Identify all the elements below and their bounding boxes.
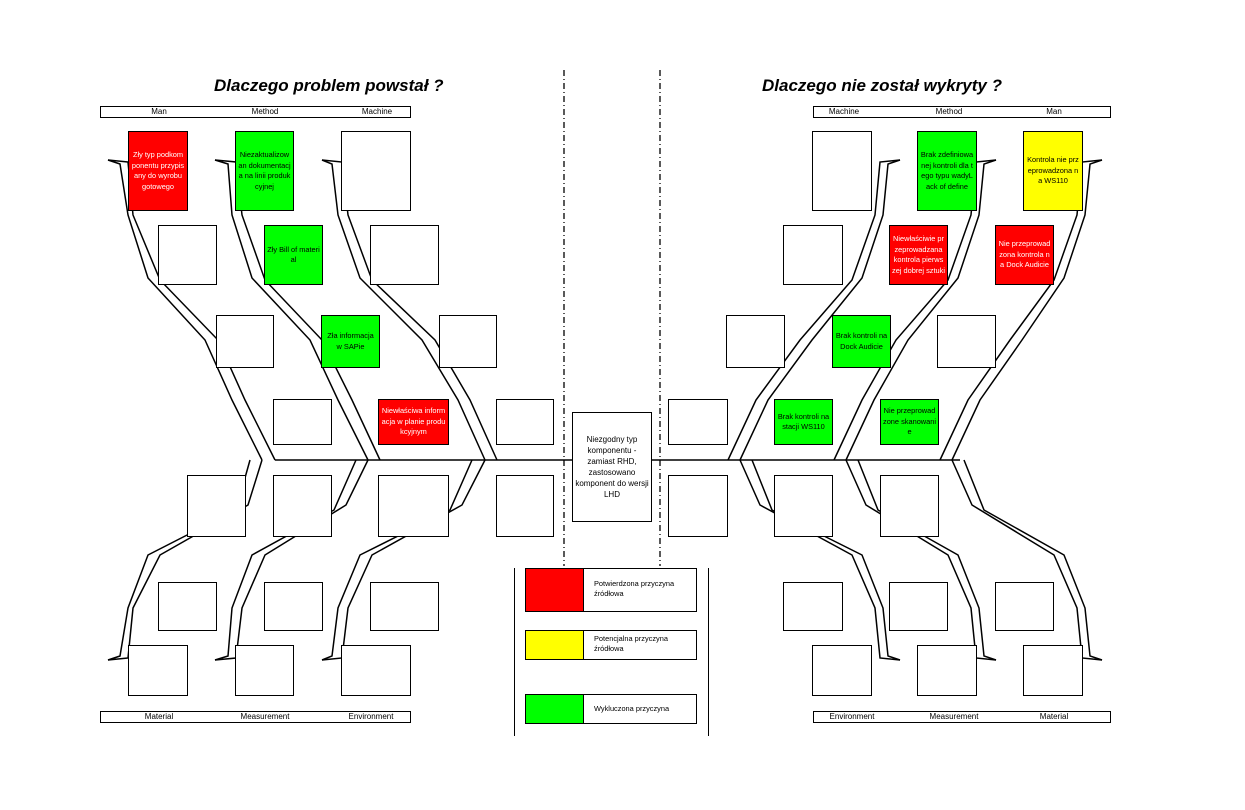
category-material-right: Material — [1039, 712, 1069, 721]
legend-swatch-yellow — [526, 631, 584, 659]
right-bone-environment-upper — [739, 459, 901, 661]
legend-label: Wykluczona przyczyna — [594, 704, 670, 713]
empty-cause-box — [341, 645, 411, 696]
empty-cause-box — [341, 131, 411, 211]
empty-cause-box — [726, 315, 785, 368]
legend-swatch-red — [526, 569, 584, 611]
right-bone-method-lower — [845, 159, 997, 461]
left-top-category-bar: Man Method Machine — [100, 106, 411, 118]
right-top-category-bar: Machine Method Man — [813, 106, 1111, 118]
empty-cause-box — [273, 475, 332, 537]
cause-box: Zły Bill of material — [264, 225, 323, 285]
legend-item-potential: Potencjalna przyczyna źródłowa — [525, 630, 697, 660]
empty-cause-box — [370, 582, 439, 631]
cause-box: Niezaktualizowan dokumentacja na linii p… — [235, 131, 294, 211]
empty-cause-box — [370, 225, 439, 285]
left-bone-measurement-upper — [214, 459, 369, 661]
right-bone-material-lower — [963, 459, 1103, 661]
left-title: Dlaczego problem powstał ? — [214, 76, 444, 95]
empty-cause-box — [937, 315, 996, 368]
cause-box: Niewłaściwa informacja w planie produkcy… — [378, 399, 449, 445]
problem-statement-box: Niezgodny typ komponentu - zamiast RHD, … — [572, 412, 652, 522]
category-method-right: Method — [935, 107, 963, 116]
empty-cause-box — [378, 475, 449, 537]
left-bone-material-upper — [107, 459, 263, 661]
empty-cause-box — [158, 582, 217, 631]
legend-label: Potencjalna przyczyna źródłowa — [594, 634, 668, 653]
legend: Potwierdzona przyczyna źródłowa Potencja… — [514, 568, 709, 736]
category-man-right: Man — [1046, 107, 1062, 116]
empty-cause-box — [496, 475, 554, 537]
legend-item-confirmed: Potwierdzona przyczyna źródłowa — [525, 568, 697, 612]
right-bone-environment-lower — [751, 459, 901, 661]
empty-cause-box — [187, 475, 246, 537]
right-title: Dlaczego nie został wykryty ? — [762, 76, 1002, 95]
legend-item-excluded: Wykluczona przyczyna — [525, 694, 697, 724]
cause-box: Zły typ podkomponentu przypisany do wyro… — [128, 131, 188, 211]
cause-box: Nie przeprowadzone skanowanie — [880, 399, 939, 445]
empty-cause-box — [216, 315, 274, 368]
left-bone-environment-upper — [321, 459, 486, 661]
right-bone-measurement-upper — [845, 459, 997, 661]
cause-box: Brak kontroli na Dock Audicie — [832, 315, 891, 368]
right-bottom-category-bar: Environment Measurement Material — [813, 711, 1111, 723]
empty-cause-box — [273, 399, 332, 445]
cause-box: Brak kontroli na stacji WS110 — [774, 399, 833, 445]
empty-cause-box — [783, 225, 843, 285]
left-bone-measurement-lower — [214, 459, 357, 661]
empty-cause-box — [264, 582, 323, 631]
left-bone-environment-lower — [321, 459, 473, 661]
empty-cause-box — [812, 645, 872, 696]
right-bone-man-lower — [951, 159, 1103, 461]
category-method: Method — [251, 107, 279, 116]
category-environment-right: Environment — [829, 712, 875, 721]
legend-label: Potwierdzona przyczyna źródłowa — [594, 579, 675, 598]
cause-box: Niewłaściwie przeprowadzana kontrola pie… — [889, 225, 948, 285]
empty-cause-box — [783, 582, 843, 631]
empty-cause-box — [235, 645, 294, 696]
category-machine-right: Machine — [828, 107, 860, 116]
left-bottom-category-bar: Material Measurement Environment — [100, 711, 411, 723]
empty-cause-box — [496, 399, 554, 445]
legend-swatch-green — [526, 695, 584, 723]
cause-box: Zła informacja w SAPie — [321, 315, 380, 368]
empty-cause-box — [889, 582, 948, 631]
right-bone-machine-lower — [739, 159, 901, 461]
empty-cause-box — [128, 645, 188, 696]
right-bone-measurement-lower — [857, 459, 997, 661]
category-measurement: Measurement — [240, 712, 290, 721]
empty-cause-box — [439, 315, 497, 368]
right-bone-machine-upper — [727, 159, 901, 461]
category-machine: Machine — [361, 107, 393, 116]
category-material: Material — [144, 712, 174, 721]
empty-cause-box — [812, 131, 872, 211]
empty-cause-box — [774, 475, 833, 537]
empty-cause-box — [917, 645, 977, 696]
cause-box: Brak zdefiniowanej kontroli dla tego typ… — [917, 131, 977, 211]
left-bone-man-lower — [107, 159, 263, 461]
empty-cause-box — [995, 582, 1054, 631]
empty-cause-box — [668, 475, 728, 537]
cause-box: Kontrola nie przeprowadzona na WS110 — [1023, 131, 1083, 211]
left-bone-machine-lower — [321, 159, 486, 461]
category-measurement-right: Measurement — [929, 712, 979, 721]
left-bone-method-lower — [214, 159, 369, 461]
empty-cause-box — [880, 475, 939, 537]
cause-box: Nie przeprowadzona kontrola na Dock Audi… — [995, 225, 1054, 285]
category-environment: Environment — [348, 712, 394, 721]
empty-cause-box — [668, 399, 728, 445]
right-bone-material-upper — [951, 459, 1103, 661]
empty-cause-box — [158, 225, 217, 285]
empty-cause-box — [1023, 645, 1083, 696]
category-man: Man — [151, 107, 167, 116]
